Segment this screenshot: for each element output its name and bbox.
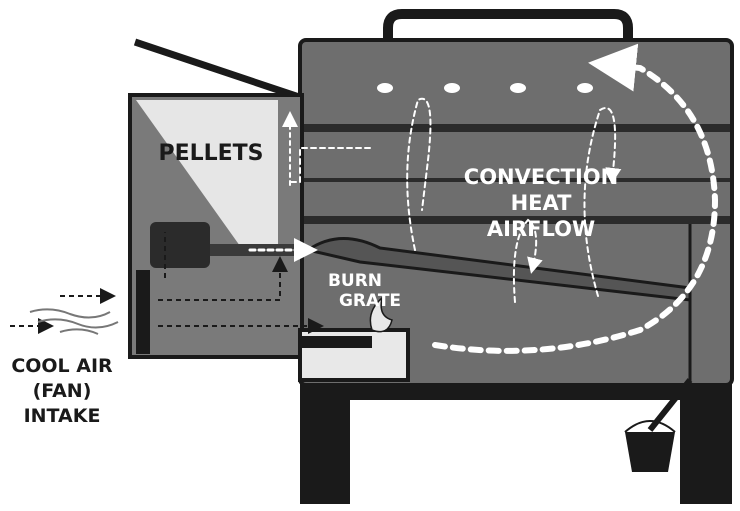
label-burn: BURN [328,271,382,291]
label-convection-2: HEAT [511,191,573,215]
intake-swirl-icon [29,308,119,335]
label-convection-1: CONVECTION [464,165,618,189]
label-convection-3: AIRFLOW [487,217,595,241]
label-intake: INTAKE [24,405,101,427]
label-pellets: PELLETS [158,141,263,166]
hopper-lid [133,38,304,102]
label-cool-air: COOL AIR [11,355,113,377]
convection-airflow-arrows [248,43,719,354]
pellet-hopper [128,93,304,359]
flame-icon [369,295,393,333]
label-fan: (FAN) [33,380,92,402]
auger-assembly [210,244,410,382]
fan-air-arrows [10,232,324,334]
grill-barrel [298,38,734,387]
lid-handle [383,9,633,48]
grease-bucket [624,378,693,472]
label-grate: GRATE [339,291,401,311]
